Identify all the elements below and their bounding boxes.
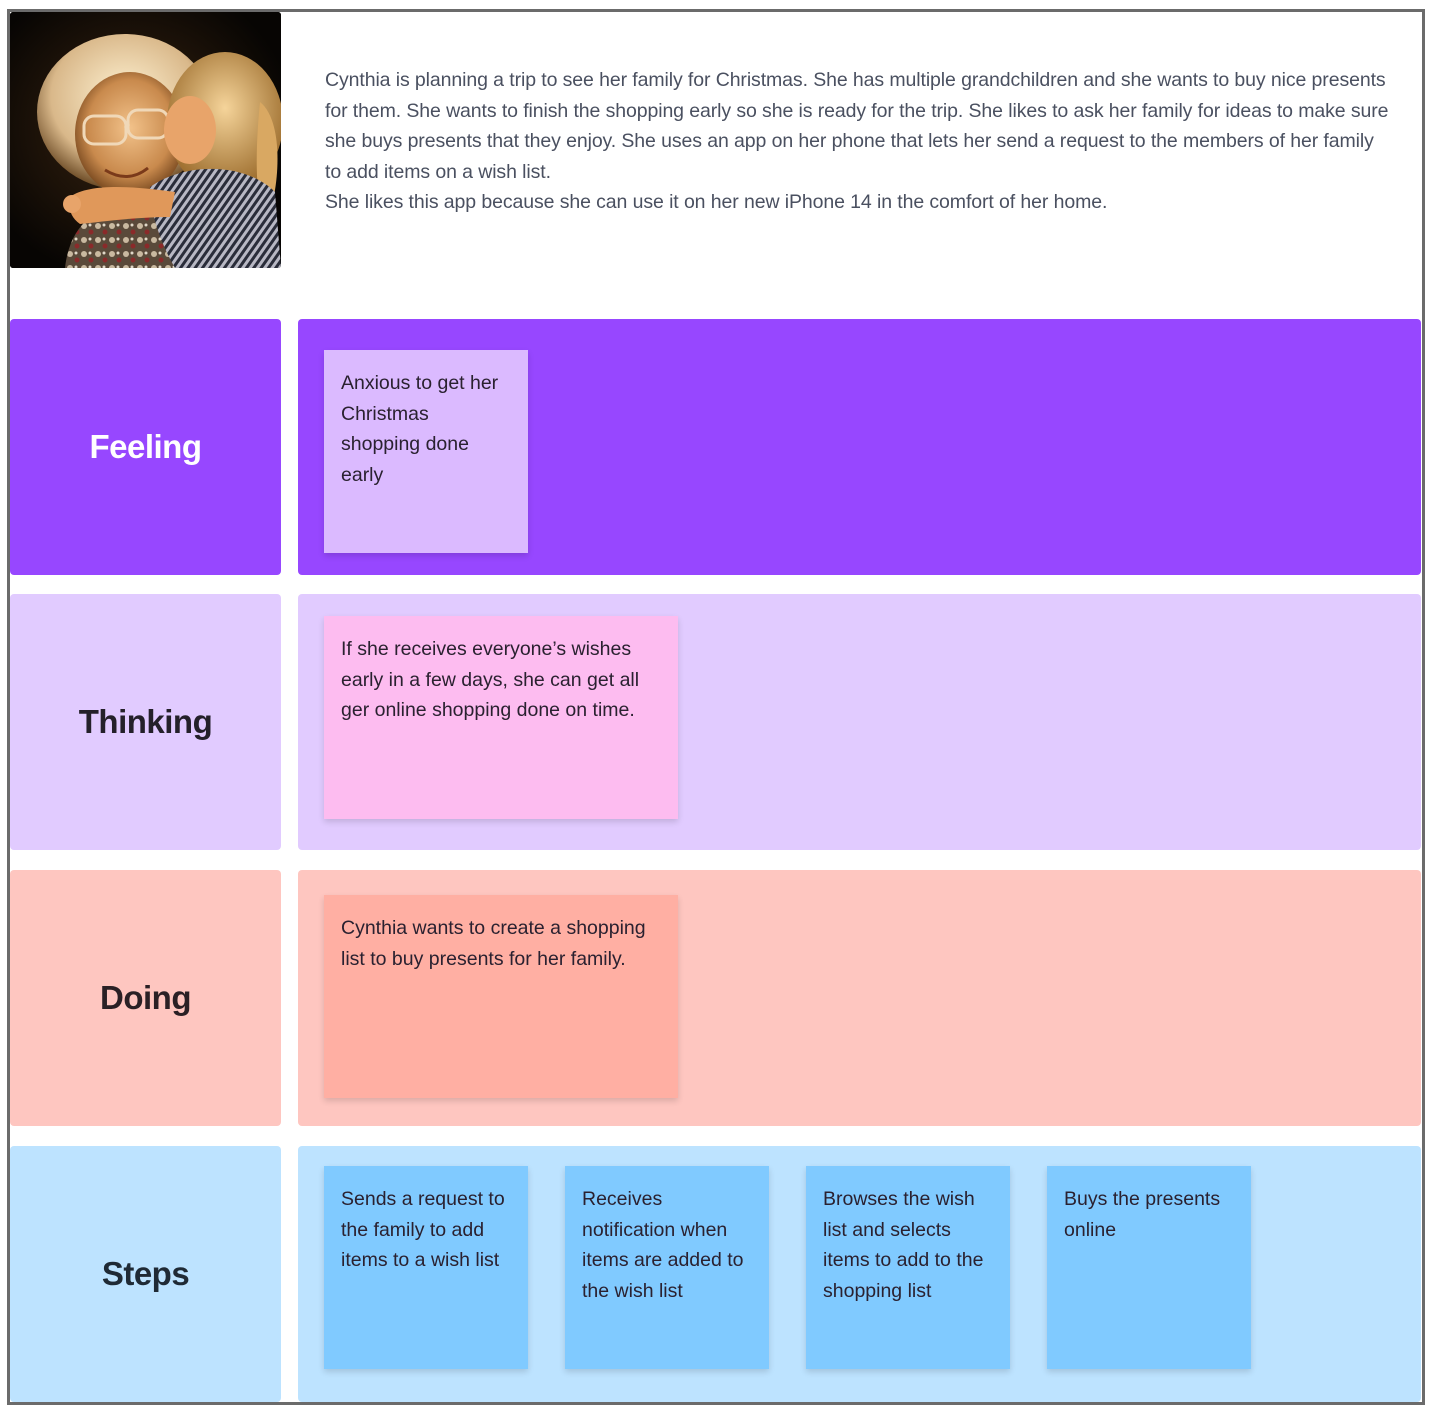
row-content-steps: Sends a request to the family to add ite… bbox=[298, 1146, 1421, 1402]
sticky-note-text: Sends a request to the family to add ite… bbox=[341, 1188, 505, 1271]
row-label-doing: Doing bbox=[10, 870, 281, 1126]
sticky-note-text: Buys the presents online bbox=[1064, 1188, 1221, 1241]
row-label-feeling: Feeling bbox=[10, 319, 281, 575]
sticky-note[interactable]: If she receives everyone’s wishes early … bbox=[324, 616, 678, 819]
sticky-note-text: If she receives everyone’s wishes early … bbox=[341, 638, 640, 721]
row-label-steps: Steps bbox=[10, 1146, 281, 1402]
sticky-note-text: Anxious to get her Christmas shopping do… bbox=[341, 372, 499, 486]
row-content-feeling: Anxious to get her Christmas shopping do… bbox=[298, 319, 1421, 575]
row-label-text: Doing bbox=[100, 979, 191, 1016]
persona-photo-illustration bbox=[10, 12, 281, 268]
sticky-note-step-1[interactable]: Sends a request to the family to add ite… bbox=[324, 1166, 528, 1369]
row-content-thinking: If she receives everyone’s wishes early … bbox=[298, 594, 1421, 850]
persona-description-paragraph: Cynthia is planning a trip to see her fa… bbox=[325, 69, 1389, 183]
sticky-note-step-4[interactable]: Buys the presents online bbox=[1047, 1166, 1251, 1369]
sticky-note-text: Receives notification when items are add… bbox=[582, 1188, 744, 1302]
persona-description-paragraph: She likes this app because she can use i… bbox=[325, 191, 1108, 214]
row-label-text: Feeling bbox=[89, 428, 202, 465]
sticky-note[interactable]: Cynthia wants to create a shopping list … bbox=[324, 895, 678, 1098]
row-label-text: Thinking bbox=[78, 703, 213, 740]
persona-description: Cynthia is planning a trip to see her fa… bbox=[325, 65, 1395, 218]
sticky-note-text: Cynthia wants to create a shopping list … bbox=[341, 917, 646, 970]
persona-photo bbox=[10, 12, 281, 268]
row-content-doing: Cynthia wants to create a shopping list … bbox=[298, 870, 1421, 1126]
sticky-note-step-2[interactable]: Receives notification when items are add… bbox=[565, 1166, 769, 1369]
sticky-note-text: Browses the wish list and selects items … bbox=[823, 1188, 984, 1302]
sticky-note-step-3[interactable]: Browses the wish list and selects items … bbox=[806, 1166, 1010, 1369]
sticky-note[interactable]: Anxious to get her Christmas shopping do… bbox=[324, 350, 528, 553]
row-label-text: Steps bbox=[101, 1255, 190, 1292]
row-label-thinking: Thinking bbox=[10, 594, 281, 850]
